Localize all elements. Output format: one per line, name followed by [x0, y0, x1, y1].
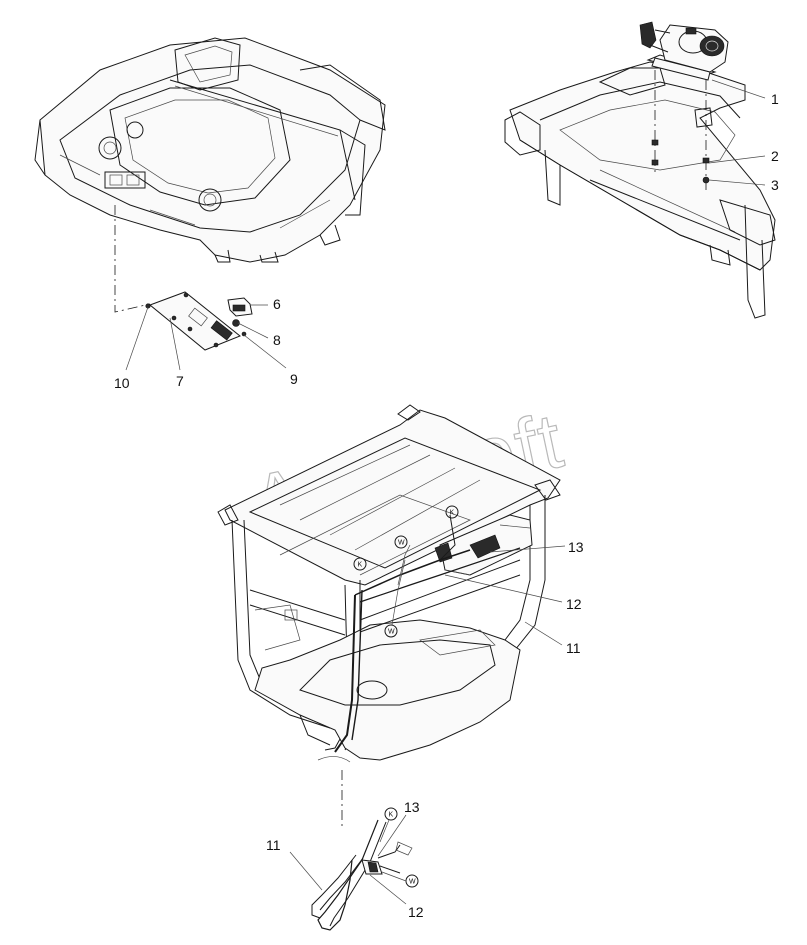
callout-13: 13: [404, 799, 420, 815]
tag-k-label: K: [358, 562, 363, 569]
harness-routing: [334, 514, 521, 753]
callout-11: 11: [266, 837, 281, 853]
callout-1: 1: [771, 91, 779, 107]
leaders-roof-upper: [708, 79, 766, 186]
roof-underside-assembly: [34, 37, 386, 263]
switch-panel-assembly: [145, 291, 253, 351]
callout-12: 12: [566, 596, 582, 612]
blower-motor-assembly: [639, 21, 729, 81]
tag-w-label: W: [409, 879, 416, 886]
callout-11: 11: [566, 640, 581, 656]
roof-upper-assembly: [504, 61, 776, 319]
cab-frame-assembly: [217, 404, 561, 761]
leaders-cab: [444, 545, 566, 646]
projection-arc: [317, 756, 351, 763]
leaders-harness-detail: [289, 814, 407, 905]
harness-detail-assembly: K W: [311, 807, 419, 931]
callout-2: 2: [771, 148, 779, 164]
tag-w-label: W: [388, 629, 395, 636]
callout-13: 13: [568, 539, 584, 555]
tag-k-label: K: [450, 510, 455, 517]
callout-labels: 1 2 3 6 8 9 10 7 13 12 11 13 11 12: [114, 91, 779, 920]
tag-k-label: K: [389, 812, 394, 819]
connector-tags-cab: K W K W: [353, 505, 459, 638]
leaders-panel: [125, 304, 287, 371]
callout-8: 8: [273, 332, 281, 348]
projection-line-roof-panel: [114, 205, 151, 313]
tag-w-label: W: [398, 540, 405, 547]
callout-3: 3: [771, 177, 779, 193]
callout-12: 12: [408, 904, 424, 920]
callout-10: 10: [114, 375, 130, 391]
callout-9: 9: [290, 371, 298, 387]
callout-7: 7: [176, 373, 184, 389]
fastener-stack: [651, 70, 710, 190]
callout-6: 6: [273, 296, 281, 312]
